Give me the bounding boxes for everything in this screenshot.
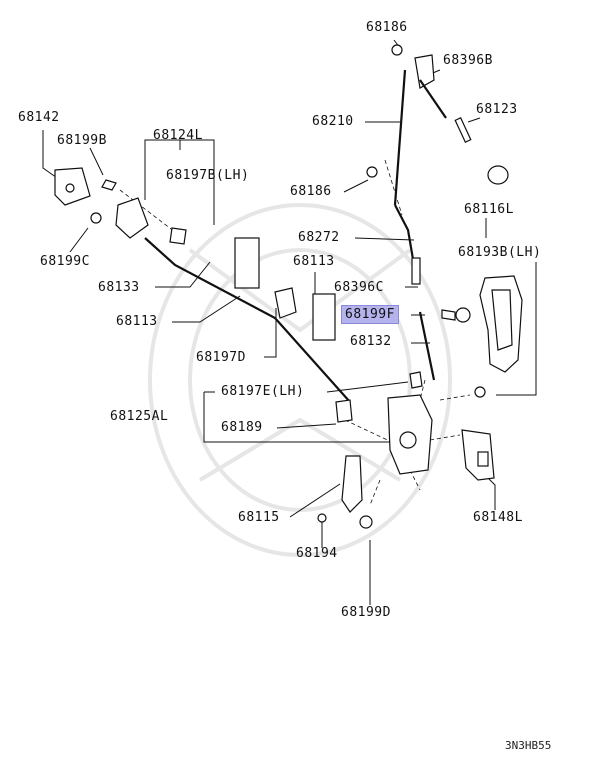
bolt-68199F: [441, 307, 471, 323]
foam-pads: [234, 237, 336, 341]
label-68210: 68210: [312, 114, 354, 129]
label-68396c: 68396C: [334, 280, 384, 295]
label-68396b: 68396B: [443, 53, 493, 68]
label-68197b-lh: 68197B(LH): [166, 168, 250, 183]
assembly-dashed-lines: [119, 159, 471, 506]
label-68199b: 68199B: [57, 133, 107, 148]
label-68199f-highlighted: 68199F: [341, 305, 399, 324]
label-68193b-lh: 68193B(LH): [458, 245, 542, 260]
label-68186-mid: 68186: [290, 184, 332, 199]
label-68115: 68115: [238, 510, 280, 525]
label-68197d: 68197D: [196, 350, 246, 365]
leader-lines: [42, 39, 537, 605]
diagram-code: 3N3HB55: [505, 739, 552, 752]
label-68189: 68189: [221, 420, 263, 435]
label-68123: 68123: [476, 102, 518, 117]
label-68113-left: 68113: [116, 314, 158, 329]
label-68197e-lh: 68197E(LH): [221, 384, 305, 399]
connecting-rods: [144, 237, 436, 403]
label-68199c: 68199C: [40, 254, 90, 269]
striker-latch-68148L: [461, 429, 495, 481]
label-68125al: 68125AL: [110, 409, 169, 424]
outside-handle: [474, 275, 523, 398]
upper-rod-assembly: [366, 44, 509, 285]
label-68272: 68272: [298, 230, 340, 245]
label-68148l: 68148L: [473, 510, 523, 525]
latch-assembly: [317, 394, 433, 529]
label-68199d: 68199D: [341, 605, 391, 620]
left-bracket-parts: [54, 167, 187, 245]
clips: [274, 287, 423, 423]
label-68132: 68132: [350, 334, 392, 349]
label-68113-top: 68113: [293, 254, 335, 269]
label-68133: 68133: [98, 280, 140, 295]
label-68142: 68142: [18, 110, 60, 125]
label-68124l: 68124L: [153, 128, 203, 143]
label-68194: 68194: [296, 546, 338, 561]
label-68186-top: 68186: [366, 20, 408, 35]
label-68116l: 68116L: [464, 202, 514, 217]
